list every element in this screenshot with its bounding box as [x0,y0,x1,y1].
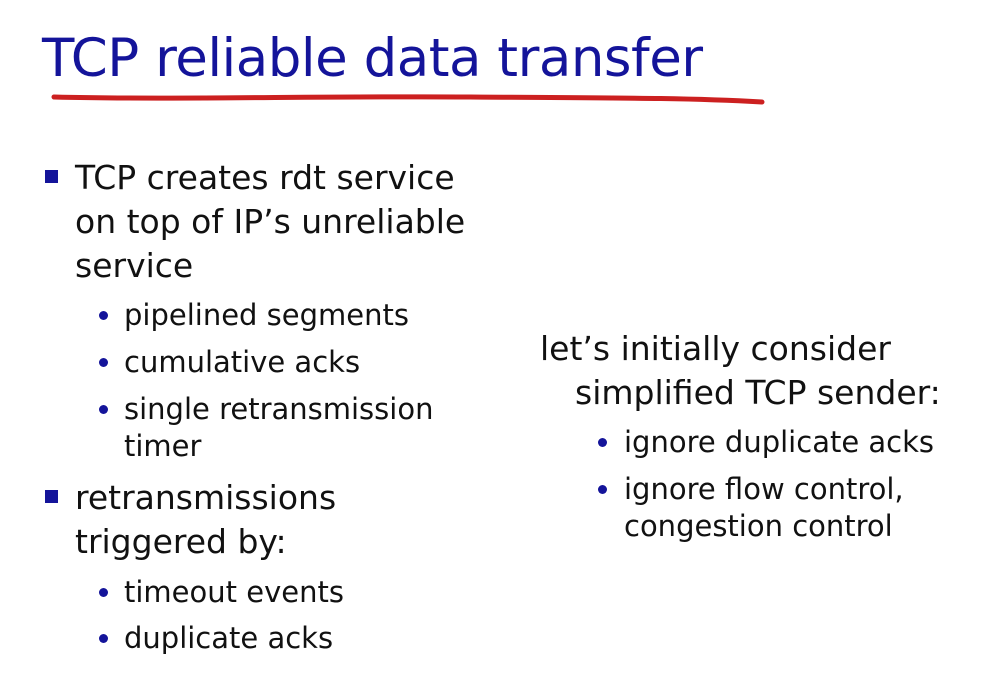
title-underline [51,94,765,105]
right-intro-line-1: let’s initially consider [540,329,891,368]
sub-bullet-single-retransmission: single retransmission [124,392,434,426]
square-bullet-icon [45,170,58,183]
right-sub-congestion: congestion control [624,509,893,543]
dot-bullet-icon [99,405,108,414]
right-sub-ignore-flow: ignore flow control, [624,472,904,506]
sub-bullet-duplicate: duplicate acks [124,621,334,655]
sub-bullet-timer: timer [124,429,202,463]
sub-bullet-cumulative: cumulative acks [124,345,361,379]
dot-bullet-icon [598,485,607,494]
dot-bullet-icon [598,438,607,447]
sub-bullet-timeout: timeout events [124,575,344,609]
bullet-1-line-2: on top of IP’s unreliable [75,202,466,241]
dot-bullet-icon [99,588,108,597]
bullet-1-line-1: TCP creates rdt service [75,158,455,197]
bullet-1-line-3: service [75,246,194,285]
sub-bullet-pipelined: pipelined segments [124,298,409,332]
dot-bullet-icon [99,311,108,320]
dot-bullet-icon [99,358,108,367]
right-sub-ignore-duplicate: ignore duplicate acks [624,425,935,459]
square-bullet-icon [45,490,58,503]
slide-title: TCP reliable data transfer [42,28,703,89]
dot-bullet-icon [99,634,108,643]
right-intro-line-2: simplified TCP sender: [575,373,941,412]
bullet-2-line-2: triggered by: [75,522,287,561]
bullet-2-line-1: retransmissions [75,478,337,517]
